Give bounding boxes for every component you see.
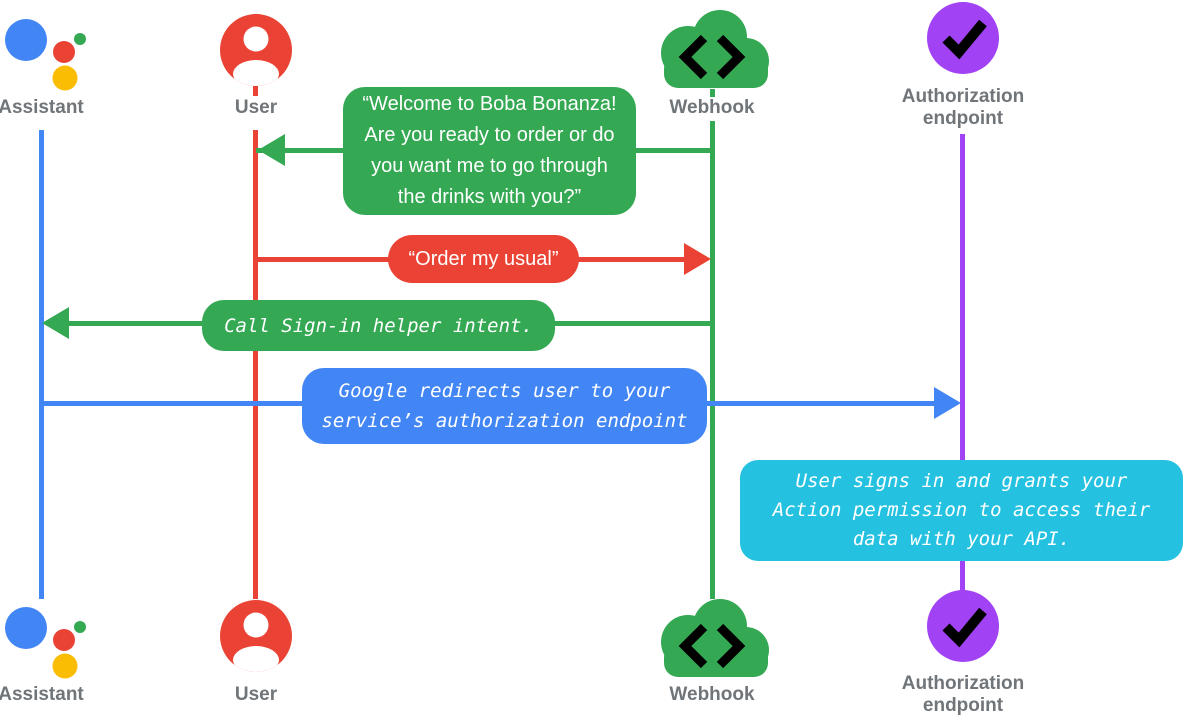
actor-label-auth-endpoint-top: Authorization endpoint	[901, 86, 1025, 129]
checkmark-glyph	[942, 19, 987, 60]
lifeline-user-stub	[253, 86, 258, 96]
actor-label-webhook-bottom: Webhook	[669, 684, 755, 705]
lifeline-assistant	[39, 130, 44, 599]
checkmark-glyph	[942, 607, 987, 648]
actor-label-assistant-bottom: Assistant	[0, 684, 84, 705]
actor-label-assistant-top: Assistant	[0, 97, 84, 118]
arrowhead-right-icon	[934, 387, 961, 419]
lifeline-webhook-stub	[710, 89, 715, 97]
arrowhead-right-icon	[684, 243, 711, 275]
google-assistant-logo	[5, 19, 86, 91]
user-avatar-icon	[220, 14, 292, 86]
message-bubble-grant-permission: User signs in and grants your Action per…	[740, 460, 1183, 561]
webhook-cloud-icon	[661, 10, 769, 88]
actor-label-webhook-top: Webhook	[669, 97, 755, 118]
message-bubble-redirect: Google redirects user to your service’s …	[302, 368, 707, 444]
lifeline-user	[253, 130, 258, 599]
user-avatar-icon	[220, 600, 292, 672]
message-bubble-welcome: “Welcome to Boba Bonanza! Are you ready …	[343, 87, 636, 215]
actor-label-user-top: User	[234, 97, 278, 118]
checkmark-circle-icon	[927, 590, 999, 662]
code-brackets-glyph	[678, 34, 746, 80]
google-assistant-logo	[5, 607, 86, 679]
message-bubble-order: “Order my usual”	[388, 235, 579, 283]
actor-label-auth-endpoint-bottom: Authorization endpoint	[901, 673, 1025, 716]
actor-label-user-bottom: User	[234, 684, 278, 705]
webhook-cloud-icon	[661, 599, 769, 677]
code-brackets-glyph	[678, 623, 746, 669]
checkmark-circle-icon	[927, 2, 999, 74]
arrowhead-left-icon	[42, 307, 69, 339]
lifeline-webhook	[710, 121, 715, 599]
lifeline-authorization-endpoint	[960, 134, 965, 599]
message-bubble-signin-helper: Call Sign-in helper intent.	[202, 300, 555, 351]
arrowhead-left-icon	[258, 134, 285, 166]
